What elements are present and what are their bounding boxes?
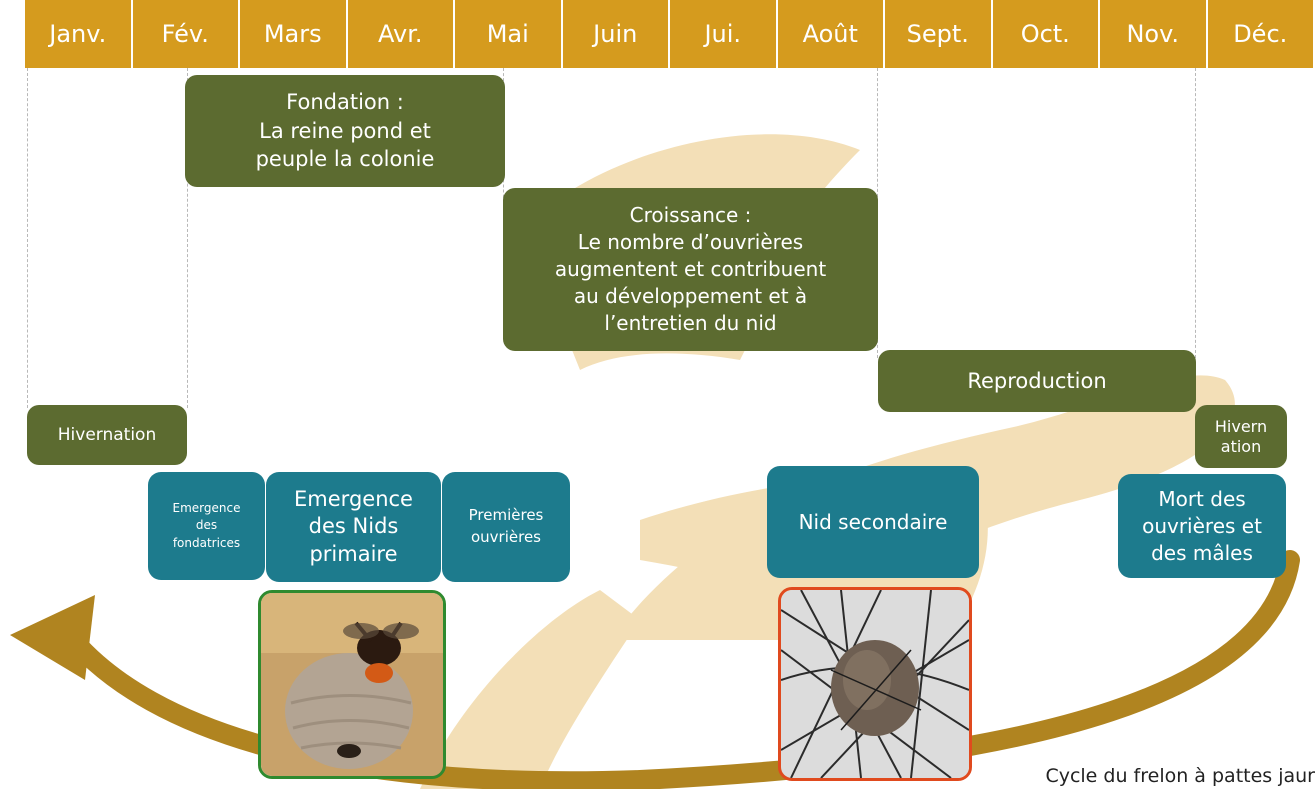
month-sep: Sept. xyxy=(885,0,993,68)
month-may: Mai xyxy=(455,0,563,68)
phase-croissance-line-2: augmentent et contribuent xyxy=(554,257,827,281)
phase-fondation-line-1: La reine pond et xyxy=(259,118,431,143)
phase-fondation-title: Fondation : xyxy=(286,90,404,115)
phase-croissance-line-4: l’entretien du nid xyxy=(604,311,777,335)
month-nov: Nov. xyxy=(1100,0,1208,68)
event-nid-secondaire: Nid secondaire xyxy=(767,466,979,578)
month-aug: Août xyxy=(777,0,885,68)
event-mort-ouvrieres-males: Mort des ouvrières et des mâles xyxy=(1118,474,1286,578)
phase-croissance-line-1: Le nombre d’ouvrières xyxy=(577,230,804,254)
month-oct: Oct. xyxy=(992,0,1100,68)
month-jul: Jui. xyxy=(670,0,778,68)
phase-croissance-line-3: au développement et à xyxy=(573,284,808,308)
month-jun: Juin xyxy=(562,0,670,68)
guide-line-jan xyxy=(27,68,28,408)
phase-hivernation-end: Hivern ation xyxy=(1195,405,1287,468)
event-premieres-ouvrieres: Premières ouvrières xyxy=(442,472,570,582)
cycle-arrow-icon xyxy=(10,550,1300,789)
month-feb: Fév. xyxy=(132,0,240,68)
phase-hivernation-start: Hivernation xyxy=(27,405,187,465)
phase-croissance-title: Croissance : xyxy=(629,203,752,227)
secondary-nest-photo-icon xyxy=(778,587,972,781)
month-apr: Avr. xyxy=(347,0,455,68)
month-mar: Mars xyxy=(240,0,348,68)
phase-reproduction: Reproduction xyxy=(878,350,1196,412)
phase-croissance: Croissance : Le nombre d’ouvrières augme… xyxy=(503,188,878,351)
phase-fondation-line-2: peuple la colonie xyxy=(255,147,435,172)
primary-nest-photo-icon xyxy=(258,590,446,779)
event-emergence-fondatrices: Emergence des fondatrices xyxy=(148,472,265,580)
guide-line-feb xyxy=(187,68,188,408)
phase-fondation: Fondation : La reine pond et peuple la c… xyxy=(185,75,505,187)
guide-line-dec xyxy=(1195,68,1196,358)
event-emergence-nids-primaire: Emergence des Nids primaire xyxy=(266,472,441,582)
figure-caption: Cycle du frelon à pattes jaur xyxy=(1045,765,1315,787)
month-dec: Déc. xyxy=(1207,0,1313,68)
month-timeline-bar: Janv. Fév. Mars Avr. Mai Juin Jui. Août … xyxy=(25,0,1313,68)
month-jan: Janv. xyxy=(25,0,133,68)
